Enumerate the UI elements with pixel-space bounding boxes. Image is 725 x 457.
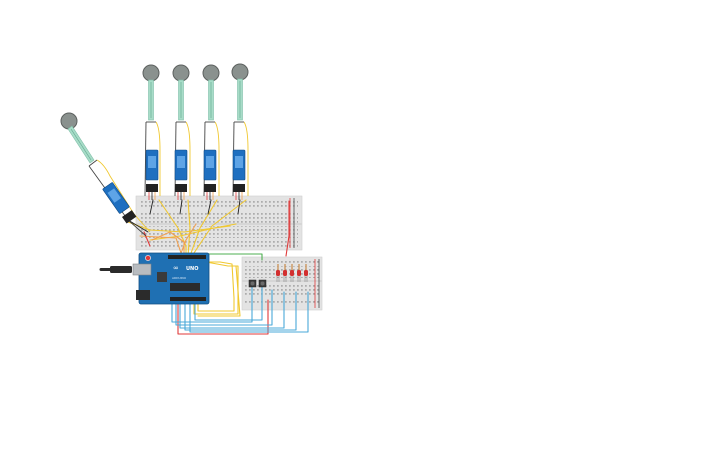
- flex-sensor-4[interactable]: [231, 63, 249, 121]
- led-2[interactable]: [283, 270, 287, 282]
- servo-4[interactable]: [232, 149, 246, 200]
- arduino-board-icon: [138, 252, 210, 305]
- flex-sensor-icon: [202, 64, 220, 82]
- main-breadboard[interactable]: [135, 195, 303, 251]
- power-jack: [136, 290, 150, 300]
- arduino-model-label: ARDUINO: [172, 276, 187, 280]
- green-wire: [204, 253, 263, 261]
- arduino-brand-label: UNO: [186, 266, 199, 272]
- flex-sensor-icon: [231, 63, 249, 81]
- led-row: [276, 264, 308, 282]
- led-3[interactable]: [290, 270, 294, 282]
- yellow-wires: [127, 199, 247, 317]
- wires: [127, 199, 309, 335]
- flex-sensor-2[interactable]: [172, 64, 190, 121]
- arduino-logo: ∞: [173, 264, 179, 272]
- led-icon: [276, 270, 280, 276]
- servo-1[interactable]: [145, 149, 159, 200]
- push-button-2[interactable]: [258, 279, 267, 288]
- led-1[interactable]: [276, 270, 280, 282]
- flex-sensor-5[interactable]: [60, 112, 95, 164]
- led-icon: [290, 270, 294, 276]
- orange-wires: [139, 223, 197, 257]
- flex-sensor-icon: [142, 64, 160, 82]
- resistors: [277, 264, 307, 270]
- flex-sensor-icon: [172, 64, 190, 82]
- led-icon: [297, 270, 301, 276]
- servo-3[interactable]: [203, 149, 217, 200]
- led-icon: [304, 270, 308, 276]
- blue-wires: [171, 283, 309, 333]
- arduino-uno-board[interactable]: ∞ UNO ARDUINO: [99, 252, 210, 305]
- push-button-1[interactable]: [248, 279, 257, 288]
- flex-sensor-3[interactable]: [202, 64, 220, 121]
- black-wires: [127, 199, 241, 233]
- led-icon: [283, 270, 287, 276]
- flex-sensor-icon: [60, 112, 78, 130]
- servo-2[interactable]: [174, 149, 188, 200]
- usb-plug-icon: [99, 266, 132, 273]
- led-5[interactable]: [304, 270, 308, 282]
- servo-5[interactable]: [102, 182, 137, 224]
- flex-sensor-1[interactable]: [142, 64, 160, 121]
- flex-loop-wires: [144, 121, 249, 197]
- led-4[interactable]: [297, 270, 301, 282]
- usb-port: [132, 263, 152, 276]
- small-breadboard[interactable]: [241, 256, 323, 311]
- red-wires: [143, 200, 290, 335]
